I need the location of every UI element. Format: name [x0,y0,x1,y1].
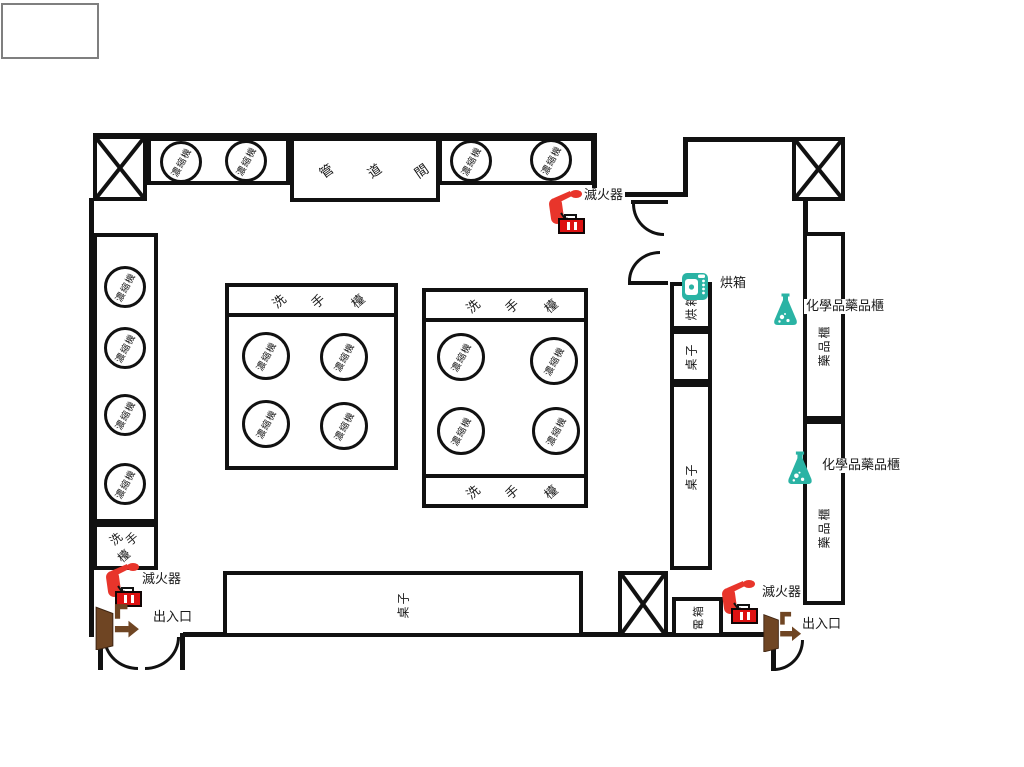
exit-label: 出入口 [800,617,844,632]
concentrator: 濃縮機 [242,332,290,380]
exit-door-icon [762,610,802,653]
table-label: 桌子 [684,342,699,371]
wall-segment [683,137,794,142]
concentrator: 濃縮機 [530,337,578,385]
sink-counter-label: 洗手檯 [107,527,143,565]
door-arc [632,204,664,236]
medicine-cabinet-label: 藥品櫃 [817,506,832,549]
legend-box [1,3,99,59]
shaft-symbol-top-left [93,135,147,201]
wall-segment [89,198,94,637]
concentrator: 濃縮機 [320,402,368,450]
fire-extinguisher-label: 滅火器 [582,188,626,203]
pipe-room-label: 管道間 [317,150,447,182]
chemical-cabinet-label: 化學品藥品櫃 [820,458,903,473]
concentrator: 濃縮機 [160,141,202,183]
sink-counter-label: 洗手檯 [463,288,572,317]
sink-counter-label: 洗手檯 [270,283,379,312]
fire-extinguisher-label: 滅火器 [760,585,804,600]
wall-segment [581,632,620,637]
door-arc [628,251,660,281]
shaft-symbol-bottom [618,571,668,637]
fire-extinguisher-icon [98,562,142,608]
concentrator: 濃縮機 [450,140,492,182]
concentrator: 濃縮機 [104,266,146,308]
concentrator: 濃縮機 [437,407,485,455]
wall-segment [664,632,674,637]
exit-label: 出入口 [151,610,195,625]
medicine-cabinet-lower: 藥品櫃 [803,420,845,605]
concentrator: 濃縮機 [437,333,485,381]
bench-block-2 [422,288,588,508]
door-frame [180,633,185,670]
table-label: 桌子 [396,589,411,619]
exit-door-icon [94,602,140,651]
concentrator: 濃縮機 [320,333,368,381]
sink-counter-label: 洗手檯 [463,474,572,503]
shaft-symbol-top-right [792,137,845,201]
medicine-cabinet-label: 藥品櫃 [817,323,832,367]
concentrator: 濃縮機 [104,327,146,369]
chemical-flask-icon [786,451,814,485]
oven-icon [681,270,709,301]
medicine-cabinet-upper: 藥品櫃 [803,232,845,420]
electrical-box-label: 電箱 [691,604,705,630]
wall-segment [592,192,687,197]
electrical-box: 電箱 [672,597,723,637]
door-leaf [628,281,668,285]
wall-segment [93,133,595,138]
oven-label: 烘箱 [718,276,749,291]
table-box-small: 桌子 [670,330,712,383]
chemical-flask-icon [772,293,799,326]
fire-extinguisher-icon [714,579,758,625]
bottom-table: 桌子 [223,571,583,637]
concentrator: 濃縮機 [242,400,290,448]
concentrator: 濃縮機 [225,140,267,182]
concentrator: 濃縮機 [532,407,580,455]
fire-extinguisher-icon [541,189,585,235]
chemical-cabinet-label: 化學品藥品櫃 [804,299,887,314]
concentrator: 濃縮機 [104,463,146,505]
fire-extinguisher-label: 滅火器 [140,572,184,587]
door-frame [98,633,103,670]
bench-block-2-sink-header-top: 洗手檯 [422,288,588,322]
bench-block-1-sink-header: 洗手檯 [225,283,398,317]
wall-segment [722,632,772,637]
wall-segment [183,632,225,637]
wall-segment [683,137,688,197]
wall-segment [803,200,808,234]
bench-block-2-sink-header-bottom: 洗手檯 [422,474,588,508]
table-box-tall: 桌子 [670,383,712,570]
door-leaf [631,200,668,204]
pipe-room: 管道間 [290,137,446,202]
concentrator: 濃縮機 [530,139,572,181]
concentrator: 濃縮機 [104,394,146,436]
table-label: 桌子 [684,462,699,491]
door-arc [145,637,180,670]
